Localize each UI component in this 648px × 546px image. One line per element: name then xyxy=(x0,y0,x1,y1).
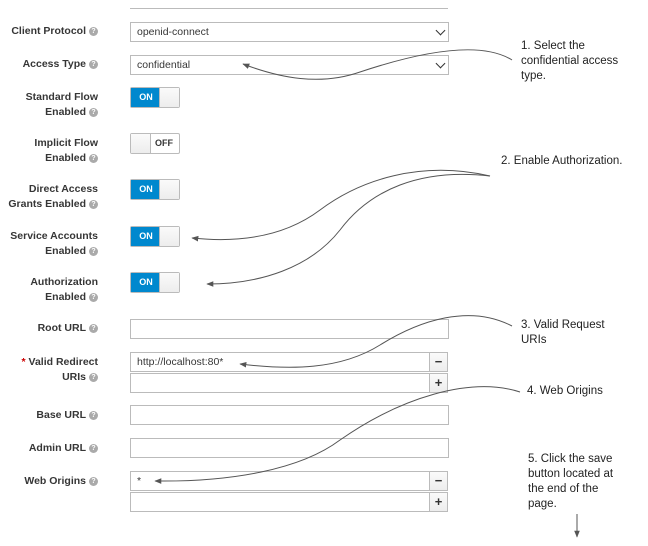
access-type-label: Access Type? xyxy=(4,57,98,72)
minus-icon: − xyxy=(434,354,443,369)
remove-origin-button[interactable]: − xyxy=(429,471,448,491)
implicit-flow-toggle[interactable]: OFF xyxy=(130,133,180,154)
add-origin-button[interactable]: + xyxy=(429,492,448,512)
help-icon[interactable]: ? xyxy=(89,60,98,69)
arrow-3 xyxy=(239,315,513,368)
standard-flow-toggle[interactable]: ON xyxy=(130,87,180,108)
annotation-4: 4. Web Origins xyxy=(527,385,603,397)
authorization-toggle[interactable]: ON xyxy=(130,272,180,293)
help-icon[interactable]: ? xyxy=(89,247,98,256)
base-url-input[interactable] xyxy=(130,405,449,425)
arrow-2a xyxy=(191,169,491,242)
plus-icon: + xyxy=(434,494,443,509)
top-divider xyxy=(130,8,448,9)
web-origins-label: Web Origins? xyxy=(4,474,98,489)
help-icon[interactable]: ? xyxy=(89,411,98,420)
base-url-label: Base URL? xyxy=(4,408,98,423)
arrow-2b xyxy=(206,173,491,287)
admin-url-label: Admin URL? xyxy=(4,441,98,456)
annotation-2: 2. Enable Authorization. xyxy=(501,155,623,167)
arrow-1 xyxy=(242,49,513,80)
root-url-label: Root URL? xyxy=(4,321,98,336)
help-icon[interactable]: ? xyxy=(89,108,98,117)
help-icon[interactable]: ? xyxy=(89,293,98,302)
client-protocol-label: Client Protocol? xyxy=(4,24,98,39)
help-icon[interactable]: ? xyxy=(89,373,98,382)
help-icon[interactable]: ? xyxy=(89,200,98,209)
service-accounts-toggle[interactable]: ON xyxy=(130,226,180,247)
client-protocol-select[interactable]: openid-connect xyxy=(130,22,449,42)
root-url-input[interactable] xyxy=(130,319,449,339)
access-type-select[interactable]: confidential xyxy=(130,55,449,75)
remove-redirect-button[interactable]: − xyxy=(429,352,448,372)
arrow-4 xyxy=(154,386,521,484)
help-icon[interactable]: ? xyxy=(89,154,98,163)
help-icon[interactable]: ? xyxy=(89,444,98,453)
minus-icon: − xyxy=(434,473,443,488)
admin-url-input[interactable] xyxy=(130,438,449,458)
help-icon[interactable]: ? xyxy=(89,324,98,333)
help-icon[interactable]: ? xyxy=(89,27,98,36)
help-icon[interactable]: ? xyxy=(89,477,98,486)
plus-icon: + xyxy=(434,375,443,390)
direct-access-toggle[interactable]: ON xyxy=(130,179,180,200)
